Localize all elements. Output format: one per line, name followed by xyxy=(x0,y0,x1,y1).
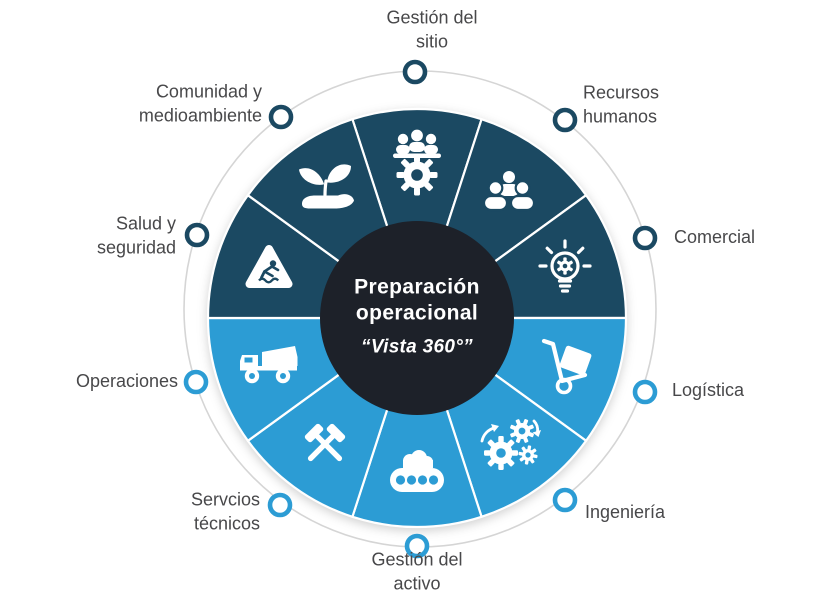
center-circle xyxy=(320,221,514,415)
dump-truck-icon xyxy=(240,346,298,384)
slip-warning-icon xyxy=(245,245,293,288)
marker-comunidad-medioambiente xyxy=(268,104,294,130)
hand-truck-icon xyxy=(541,338,592,395)
marker-servcios-tecnicos xyxy=(267,492,293,518)
marker-salud-y-seguridad xyxy=(184,222,210,248)
label-gestion-del-activo: Gestión del activo xyxy=(371,549,463,593)
label-gestion-del-sitio: Gestión del sitio xyxy=(386,7,478,51)
label-recursos-humanos: Recursos humanos xyxy=(583,82,660,126)
hand-plant-icon xyxy=(299,164,354,209)
center-subtitle: “Vista 360°” xyxy=(361,335,473,357)
gears-arrows-icon xyxy=(480,419,541,470)
lightbulb-gear-icon xyxy=(538,239,592,293)
marker-operaciones xyxy=(183,369,209,395)
wheel-center-title: Preparación operacional “Vista 360°” xyxy=(317,274,517,358)
label-servcios-tecnicos: Servcios técnicos xyxy=(190,489,260,533)
center-title-line2: operacional xyxy=(355,301,479,325)
crossed-hammers-icon xyxy=(304,423,346,462)
label-ingenieria: Ingeniería xyxy=(585,502,666,523)
conveyor-icon xyxy=(390,450,444,492)
team-icon xyxy=(482,171,536,212)
label-comunidad-medioambiente: Comunidad y medioambiente xyxy=(138,81,262,125)
marker-ingenieria xyxy=(552,487,578,513)
marker-logistica xyxy=(632,379,658,405)
marker-gestion-del-activo xyxy=(404,533,430,559)
marker-comercial xyxy=(632,225,658,251)
label-logistica: Logística xyxy=(672,380,745,401)
label-salud-y-seguridad: Salud y seguridad xyxy=(96,213,176,257)
label-comercial: Comercial xyxy=(674,227,756,248)
marker-recursos-humanos xyxy=(552,107,578,133)
marker-gestion-del-sitio xyxy=(402,59,428,85)
label-operaciones: Operaciones xyxy=(75,371,178,392)
center-title-line1: Preparación xyxy=(354,275,480,299)
markers xyxy=(183,59,658,559)
people-gear-icon xyxy=(393,129,441,196)
